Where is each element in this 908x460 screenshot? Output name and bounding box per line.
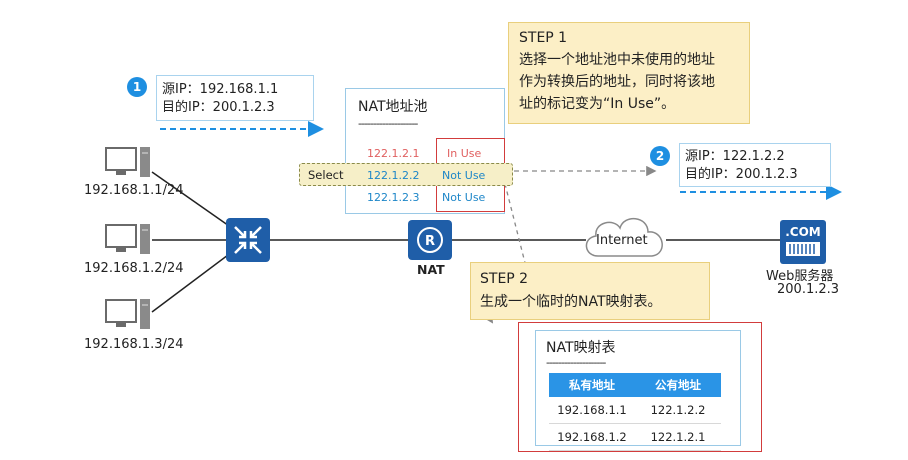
mapping-cell: 122.1.2.2 [635, 397, 721, 424]
nat-pool-title: NAT地址池 [358, 99, 428, 115]
mapping-title: NAT映射表 [546, 340, 616, 356]
packet2-dst-ip: 目的IP：200.1.2.3 [685, 167, 798, 182]
packet1-dst-ip: 目的IP：200.1.2.3 [162, 100, 275, 115]
packet-info-2: 源IP：122.1.2.2 目的IP：200.1.2.3 [679, 143, 831, 187]
mapping-cell: 122.1.2.1 [635, 423, 721, 451]
select-label: Select [308, 168, 344, 182]
router-label: NAT [417, 262, 445, 277]
mapping-table: 私有地址 公有地址 192.168.1.1 122.1.2.2 192.168.… [549, 373, 721, 451]
host-1-label: 192.168.1.1/24 [84, 183, 184, 198]
link-host1-switch [151, 171, 233, 229]
svg-text:R: R [425, 234, 435, 249]
mapping-cell: 192.168.1.1 [549, 397, 635, 424]
select-to-mapping-arrow [502, 175, 541, 323]
table-row: 192.168.1.1 122.1.2.2 [549, 397, 721, 424]
nat-address-pool [345, 88, 505, 214]
mapping-cell: 192.168.1.2 [549, 423, 635, 451]
packet-info-1: 源IP：192.168.1.1 目的IP：200.1.2.3 [156, 75, 314, 121]
link-host3-switch [151, 251, 233, 313]
pool-row-1-ip: 122.1.2.1 [367, 147, 420, 160]
step1-note: STEP 1 选择一个地址池中未使用的地址 作为转换后的地址，同时将该地 址的标… [508, 22, 750, 124]
pc-icon [105, 299, 150, 329]
pc-icon [105, 224, 150, 254]
mapping-header-private: 私有地址 [549, 373, 635, 397]
mapping-divider: -------------------- [546, 356, 606, 369]
web-server-name: Web服务器 [766, 269, 834, 284]
pool-row-3-ip: 122.1.2.3 [367, 191, 420, 204]
select-highlight [299, 163, 513, 186]
table-row: 192.168.1.2 122.1.2.1 [549, 423, 721, 451]
web-server-badge: .COM [785, 225, 821, 239]
step1-line-3: 址的标记变为“In Use”。 [519, 96, 676, 112]
step2-line: 生成一个临时的NAT映射表。 [480, 294, 662, 310]
step1-title: STEP 1 [519, 30, 568, 46]
packet1-src-ip: 源IP：192.168.1.1 [162, 82, 279, 97]
pool-row-1-status: In Use [447, 147, 482, 160]
pool-row-2-status: Not Use [442, 169, 486, 182]
switch-icon [226, 218, 270, 262]
step1-line-2: 作为转换后的地址，同时将该地 [519, 74, 715, 90]
step2-title: STEP 2 [480, 271, 529, 287]
nat-pool-divider: -------------------- [358, 117, 418, 130]
mapping-header-public: 公有地址 [635, 373, 721, 397]
web-server-ip: 200.1.2.3 [777, 282, 840, 297]
pool-row-3-status: Not Use [442, 191, 486, 204]
nat-mapping-table: NAT映射表 -------------------- 私有地址 公有地址 19… [535, 330, 741, 451]
pool-row-2-ip: 122.1.2.2 [367, 169, 420, 182]
pc-icon [105, 147, 150, 177]
host-2-label: 192.168.1.2/24 [84, 261, 184, 276]
step-badge-1: 1 [127, 77, 147, 97]
packet2-src-ip: 源IP：122.1.2.2 [685, 149, 785, 164]
cloud-icon [585, 218, 663, 257]
router-icon: R [408, 220, 452, 260]
mapping-highlight [518, 322, 762, 452]
host-3-label: 192.168.1.3/24 [84, 337, 184, 352]
step1-line-1: 选择一个地址池中未使用的地址 [519, 52, 715, 68]
step2-note: STEP 2 生成一个临时的NAT映射表。 [470, 262, 710, 320]
internet-label: Internet [596, 233, 648, 248]
web-server-icon: .COM [780, 220, 826, 264]
step-badge-2: 2 [650, 146, 670, 166]
